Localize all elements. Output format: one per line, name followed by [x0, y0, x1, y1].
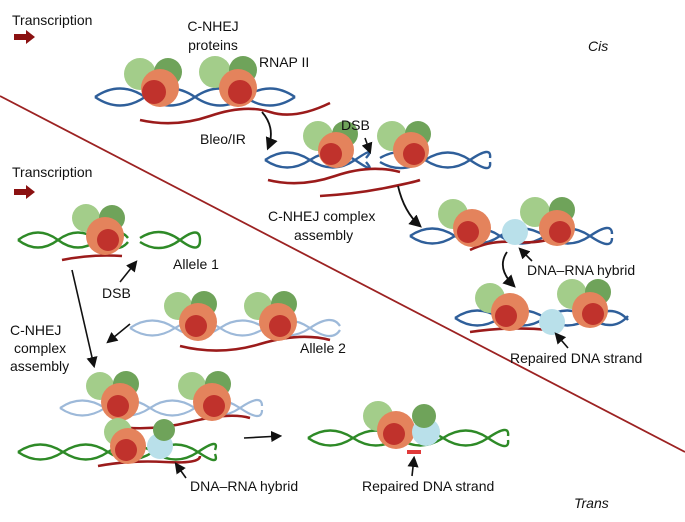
trans-protein-repair: [363, 401, 440, 449]
trans-allele2-label: Allele 2: [300, 340, 346, 356]
cis-panel-label: Cis: [588, 38, 609, 54]
cis-repaired-pointer: [554, 332, 569, 349]
cis-arrow-repair: [501, 251, 516, 288]
cis-hybrid-pointer: [518, 247, 533, 262]
trans-arrow-repair: [243, 430, 283, 443]
trans-repaired-segment: [407, 450, 421, 454]
cis-hybrid-label: DNA–RNA hybrid: [527, 262, 636, 278]
cis-dsb-label: DSB: [341, 117, 370, 133]
cis-dna-intact: [94, 87, 331, 125]
cis-arrow-assembly: [397, 185, 422, 228]
trans-protein-assembly: [86, 371, 231, 421]
cis-protein-complex-assembly: [438, 197, 575, 247]
trans-protein-allele1: [72, 204, 125, 255]
trans-allele2-dna: [129, 318, 341, 352]
cis-assembly-line2: assembly: [294, 227, 354, 243]
cis-assembly-line1: C-NHEJ complex: [268, 208, 376, 224]
trans-protein-hybrid: [104, 418, 175, 464]
trans-allele1-label: Allele 1: [173, 256, 219, 272]
trans-protein-allele2: [164, 291, 297, 341]
cis-arrow-damage: [261, 111, 278, 151]
trans-arrow-to-allele2: [106, 323, 131, 344]
cis-transcription-label: Transcription: [12, 12, 93, 28]
panel-divider: [0, 95, 685, 453]
trans-transcription-label: Transcription: [12, 164, 93, 180]
trans-assembly-line2: complex: [14, 340, 67, 356]
trans-repaired-label: Repaired DNA strand: [362, 478, 495, 494]
trans-assembly-line1: C-NHEJ: [10, 322, 62, 338]
trans-dsb-label: DSB: [102, 285, 131, 301]
cis-repaired-label: Repaired DNA strand: [510, 350, 643, 366]
trans-arrow-down: [71, 269, 98, 369]
trans-hybrid-label: DNA–RNA hybrid: [190, 478, 299, 494]
cis-dsb-pointer: [361, 137, 373, 155]
cis-protein-complex-repair: [475, 279, 611, 335]
cis-protein-complex: [124, 56, 257, 107]
cis-protein-complex-dsb: [303, 121, 431, 168]
trans-panel-label: Trans: [574, 495, 609, 511]
transcription-arrow-icon: [14, 30, 35, 44]
transcription-arrow-icon: [14, 185, 35, 199]
cis-damage-label: Bleo/IR: [200, 131, 246, 147]
cis-dna-broken: [264, 150, 492, 198]
cis-rnap-label: RNAP II: [259, 54, 310, 70]
trans-assembly-line3: assembly: [10, 358, 70, 374]
trans-repaired-pointer: [407, 455, 419, 477]
trans-hybrid-pointer: [174, 462, 187, 479]
cis-proteins-label-line2: proteins: [188, 37, 238, 53]
trans-dsb-pointer: [119, 260, 138, 283]
cis-proteins-label-line1: C-NHEJ: [187, 18, 239, 34]
